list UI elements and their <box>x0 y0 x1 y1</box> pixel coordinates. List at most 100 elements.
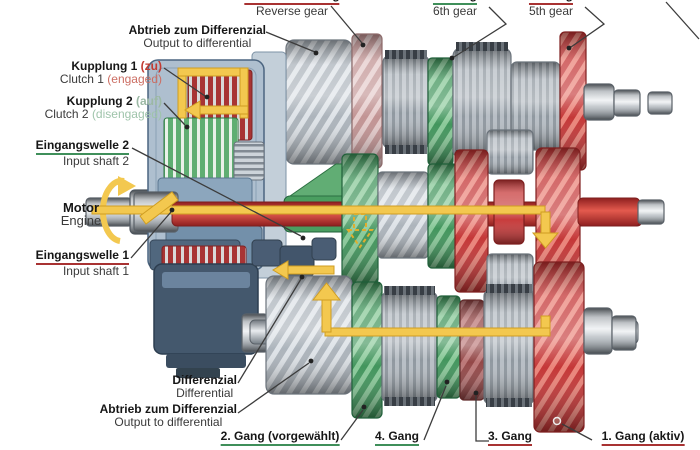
rotation-arrowhead <box>118 176 136 196</box>
dog-teeth <box>385 50 427 59</box>
idler-knob-1 <box>251 239 283 267</box>
flow-loop-right <box>239 67 249 119</box>
gear2-wheel <box>351 281 383 419</box>
label-gear-5-de: 5. Gang <box>528 0 574 5</box>
label-gear-4: 4. Gang <box>374 430 420 446</box>
shaft1-gear-b <box>535 147 581 297</box>
label-gear-6-en: 6th gear <box>432 4 478 18</box>
label-gear-4-de: 4. Gang <box>374 430 420 446</box>
flow-output-line <box>287 265 335 275</box>
flow-countershaft-line <box>324 327 551 337</box>
gear4-wheel <box>436 295 461 399</box>
label-clutch-1-en: Clutch 1 <box>59 72 104 86</box>
label-gear-1-de: 1. Gang (aktiv) <box>601 430 685 446</box>
gear5-wheel <box>559 31 587 171</box>
flow-loop-bottom <box>199 105 249 115</box>
synchro-drum-bottom-1 <box>381 291 438 403</box>
label-output-top-en: Output to differential <box>143 36 252 50</box>
dog-teeth <box>385 145 427 154</box>
label-differential: Differenzial Differential <box>172 374 237 400</box>
reverse-gear-wheel <box>351 33 383 169</box>
upper-gear-cluster <box>265 31 673 175</box>
lower-gear-cluster <box>241 261 639 433</box>
differential-step <box>166 354 246 368</box>
mid-synchro-gray <box>377 171 429 259</box>
differential-top <box>162 272 250 288</box>
leader-lines <box>130 1 700 442</box>
label-output-to-diff-top: Abtrieb zum Differenzial Output to diffe… <box>129 24 266 50</box>
label-clutch-1: Kupplung 1 (zu) Clutch 1 (engaged) <box>60 60 162 86</box>
label-reverse-gear-en: Reverse gear <box>255 4 329 18</box>
differential-foot <box>176 368 220 378</box>
label-gear-3: 3. Gang <box>487 430 533 446</box>
label-clutch-1-de-state: (zu) <box>140 59 162 73</box>
output-pinion-top <box>285 39 353 165</box>
flow-output-arrowhead <box>272 260 289 280</box>
label-gear-2-de: 2. Gang (vorgewählt) <box>220 430 340 446</box>
label-reverse-gear-de: Rückwärts-Gang <box>244 0 340 5</box>
dog-teeth <box>486 398 532 407</box>
label-clutch-2-de: Kupplung 2 <box>66 94 133 108</box>
shaft2-gear-a <box>341 153 379 285</box>
flow-into-clutch <box>139 191 179 225</box>
label-clutch-1-de: Kupplung 1 <box>71 59 138 73</box>
label-gear-6-de: 6. Gang <box>432 0 478 5</box>
shaft1-tip <box>637 199 665 225</box>
label-output-bottom-en: Output to differential <box>114 415 223 429</box>
flow-down-arrowhead <box>531 232 560 249</box>
label-input-shaft-2: Eingangswelle 2 Input shaft 2 <box>35 139 129 168</box>
synchro-drum-top-1 <box>382 55 430 149</box>
label-clutch-1-en-state: (engaged) <box>107 72 162 86</box>
differential-assembly <box>153 237 337 378</box>
clutch-spring <box>233 141 265 181</box>
gear1-wheel <box>533 261 585 433</box>
lower-shaft-end-1 <box>583 307 613 355</box>
flow-up-stem <box>321 297 332 333</box>
label-clutch-2-de-state: (auf) <box>136 94 162 108</box>
gear6-wheel <box>427 57 454 166</box>
flow-loop-top <box>177 67 249 77</box>
label-output-top-de: Abtrieb zum Differenzial <box>128 23 266 37</box>
label-differential-en: Differential <box>176 386 234 400</box>
dog-teeth <box>384 286 435 295</box>
flow-loop-arrowhead <box>184 100 201 120</box>
shaft1-gear-a <box>454 149 489 293</box>
label-input-shaft-1: Eingangswelle 1 Input shaft 1 <box>35 249 129 278</box>
dog-teeth <box>456 42 508 51</box>
label-motor-de: Motor <box>62 200 100 215</box>
upper-shaft-end-3 <box>647 91 673 115</box>
label-input-shaft-2-en: Input shaft 2 <box>62 154 129 168</box>
synchro-drum-bottom-2 <box>483 289 535 405</box>
label-output-bottom-de: Abtrieb zum Differenzial <box>99 402 237 416</box>
hub-mid-top <box>486 129 534 175</box>
label-input-shaft-1-en: Input shaft 1 <box>62 264 129 278</box>
lower-shaft-end-2 <box>611 315 637 351</box>
shaft1-end <box>577 197 641 227</box>
upper-shaft-end-1 <box>583 83 615 121</box>
flow-down-stem <box>540 211 551 235</box>
label-gear-2: 2. Gang (vorgewählt) <box>220 430 340 446</box>
label-clutch-2-en: Clutch 2 <box>44 107 89 121</box>
label-clutch-2-en-state: (disengaged) <box>91 107 162 121</box>
label-gear-5: 5. Gang 5th gear <box>529 0 573 18</box>
label-input-shaft-1-de: Eingangswelle 1 <box>35 249 129 265</box>
power-flow <box>91 67 560 337</box>
flow-up-arrowhead <box>311 282 342 301</box>
shaft2-gear-b <box>427 163 459 269</box>
label-input-shaft-2-de: Eingangswelle 2 <box>35 139 129 155</box>
label-differential-de: Differenzial <box>172 373 237 387</box>
flow-shaft1-line <box>91 205 546 215</box>
upper-shaft-end-2 <box>613 89 641 117</box>
label-gear-6: 6. Gang 6th gear <box>433 0 477 18</box>
label-gear-3-de: 3. Gang <box>487 430 533 446</box>
synchro-drum-top-3 <box>510 61 561 151</box>
idler-knob-3 <box>311 237 337 261</box>
label-output-to-diff-bottom: Abtrieb zum Differenzial Output to diffe… <box>100 403 237 429</box>
label-motor: Motor Engine <box>61 201 101 227</box>
gear3-wheel <box>459 299 485 401</box>
label-motor-en: Engine <box>60 213 102 228</box>
dog-teeth <box>486 284 532 293</box>
label-reverse-gear: Rückwärts-Gang Reverse gear <box>244 0 340 18</box>
